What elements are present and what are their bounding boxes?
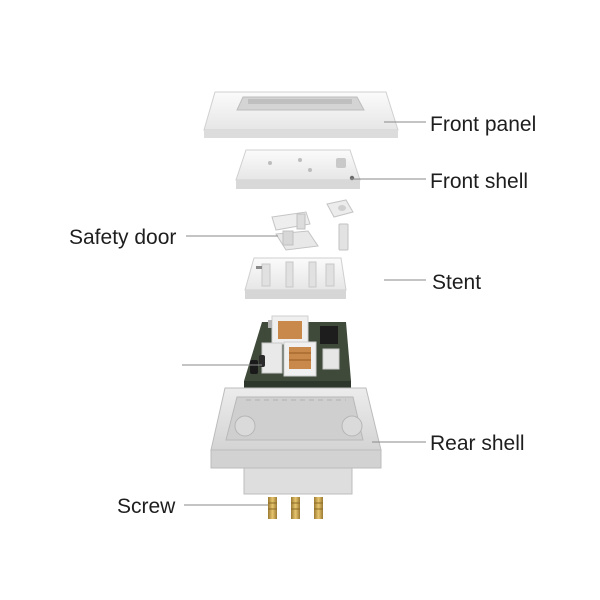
label-safety-door: Safety door bbox=[69, 226, 177, 249]
label-front-shell: Front shell bbox=[430, 170, 529, 193]
front-panel-part bbox=[203, 91, 399, 138]
label-screw: Screw bbox=[117, 495, 176, 518]
leader-lines bbox=[182, 121, 426, 506]
screws-part bbox=[268, 497, 323, 519]
safety-door-part bbox=[271, 199, 354, 251]
rear-shell-part bbox=[210, 387, 382, 495]
label-stent: Stent bbox=[432, 271, 482, 294]
circuit-board-part bbox=[244, 315, 351, 388]
front-shell-part bbox=[235, 149, 361, 189]
label-front-panel: Front panel bbox=[430, 113, 537, 136]
label-rear-shell: Rear shell bbox=[430, 432, 525, 455]
stent-part bbox=[244, 257, 347, 299]
